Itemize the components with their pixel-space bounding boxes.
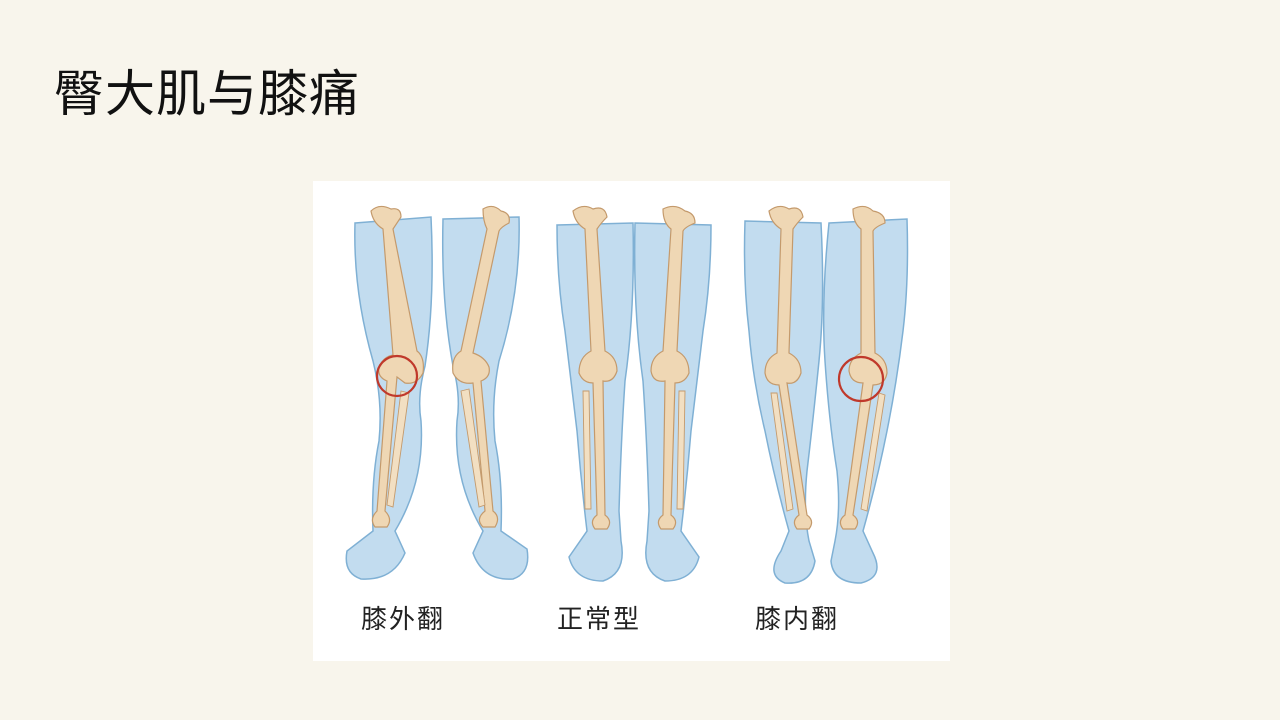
slide-title: 臀大肌与膝痛 xyxy=(54,65,360,123)
leg-pair-normal xyxy=(556,205,712,582)
leg-varus-right xyxy=(822,205,909,584)
caption-varus: 膝内翻 xyxy=(754,605,839,635)
leg-pair-varus xyxy=(743,205,909,584)
caption-valgus: 膝外翻 xyxy=(360,605,445,635)
leg-valgus-left xyxy=(345,205,433,580)
highlight-circle-valgus xyxy=(375,354,419,398)
caption-normal: 正常型 xyxy=(556,605,641,635)
leg-normal-right xyxy=(633,205,712,582)
legs-drawing: .leg { fill: #c2dcef; stroke: #7fb0d4; s… xyxy=(345,205,909,584)
knee-alignment-illustration: .leg { fill: #c2dcef; stroke: #7fb0d4; s… xyxy=(313,181,950,661)
leg-valgus-right xyxy=(441,205,529,580)
leg-normal-left xyxy=(556,205,635,582)
leg-pair-valgus xyxy=(345,205,529,580)
leg-varus-left xyxy=(743,205,824,584)
highlight-circle-varus xyxy=(837,355,885,403)
